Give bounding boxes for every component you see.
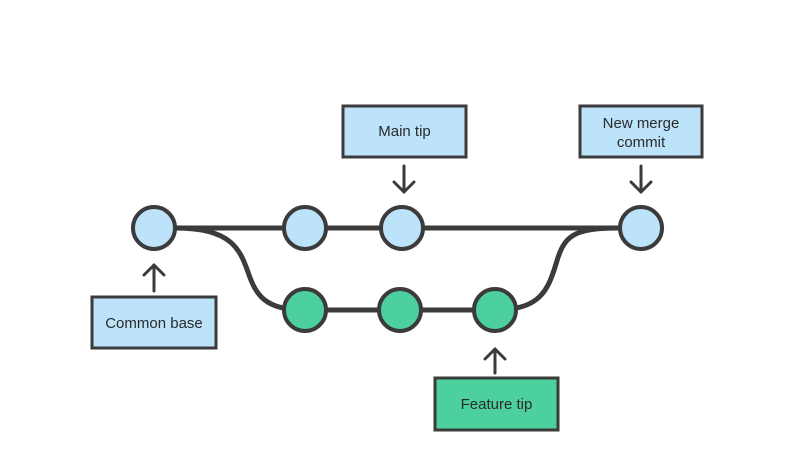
arrows: [142, 164, 653, 375]
new-merge-commit-text-line2: commit: [617, 134, 666, 151]
commit-feature-2: [377, 287, 423, 333]
label-feature-tip: Feature tip: [433, 376, 560, 432]
feature-tip-box: [433, 376, 560, 432]
commit-main-tip: [379, 205, 425, 251]
label-new-merge-commit: New merge commit: [578, 104, 704, 159]
common-base-box: [90, 295, 218, 350]
feature-tip-text: Feature tip: [461, 396, 533, 413]
new-merge-commit-text-line1: New merge: [603, 115, 680, 132]
commit-feature-1: [282, 287, 328, 333]
commit-main-1: [282, 205, 328, 251]
label-common-base: Common base: [90, 295, 218, 350]
common-base-text: Common base: [105, 315, 203, 332]
arrow-common-base-icon: [142, 263, 166, 293]
label-main-tip: Main tip: [341, 104, 468, 159]
main-commits: [131, 205, 664, 251]
arrow-feature-tip-icon: [483, 347, 507, 375]
commit-common-base: [131, 205, 177, 251]
feature-commits: [282, 287, 518, 333]
commit-new-merge: [618, 205, 664, 251]
main-tip-box: [341, 104, 468, 159]
commit-feature-tip: [472, 287, 518, 333]
new-merge-commit-box: [578, 104, 704, 159]
arrow-main-tip-icon: [392, 164, 416, 194]
main-tip-text: Main tip: [378, 123, 431, 140]
arrow-new-merge-icon: [629, 164, 653, 194]
